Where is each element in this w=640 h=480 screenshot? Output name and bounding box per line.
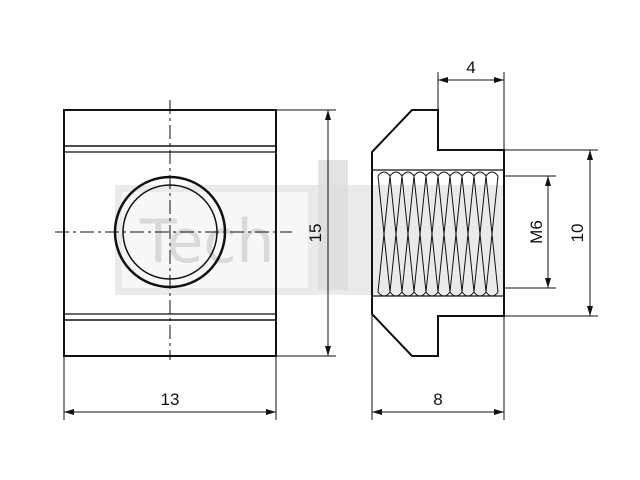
- side-profile: [371, 109, 505, 357]
- front-view: [55, 100, 292, 360]
- dim-collar-height: 10: [568, 224, 587, 243]
- dim-thread-size: M6: [527, 220, 546, 244]
- dimension-labels: 13 15 8 4 M6 10: [161, 58, 587, 409]
- dim-flange-width: 4: [466, 58, 475, 77]
- dimensions: [63, 72, 598, 420]
- dim-front-width: 13: [161, 390, 180, 409]
- dim-side-length: 8: [433, 390, 442, 409]
- watermark-text: Tech: [139, 207, 274, 277]
- dim-front-height: 15: [306, 224, 325, 243]
- side-view: [371, 109, 505, 357]
- thread-hatching: [377, 171, 499, 297]
